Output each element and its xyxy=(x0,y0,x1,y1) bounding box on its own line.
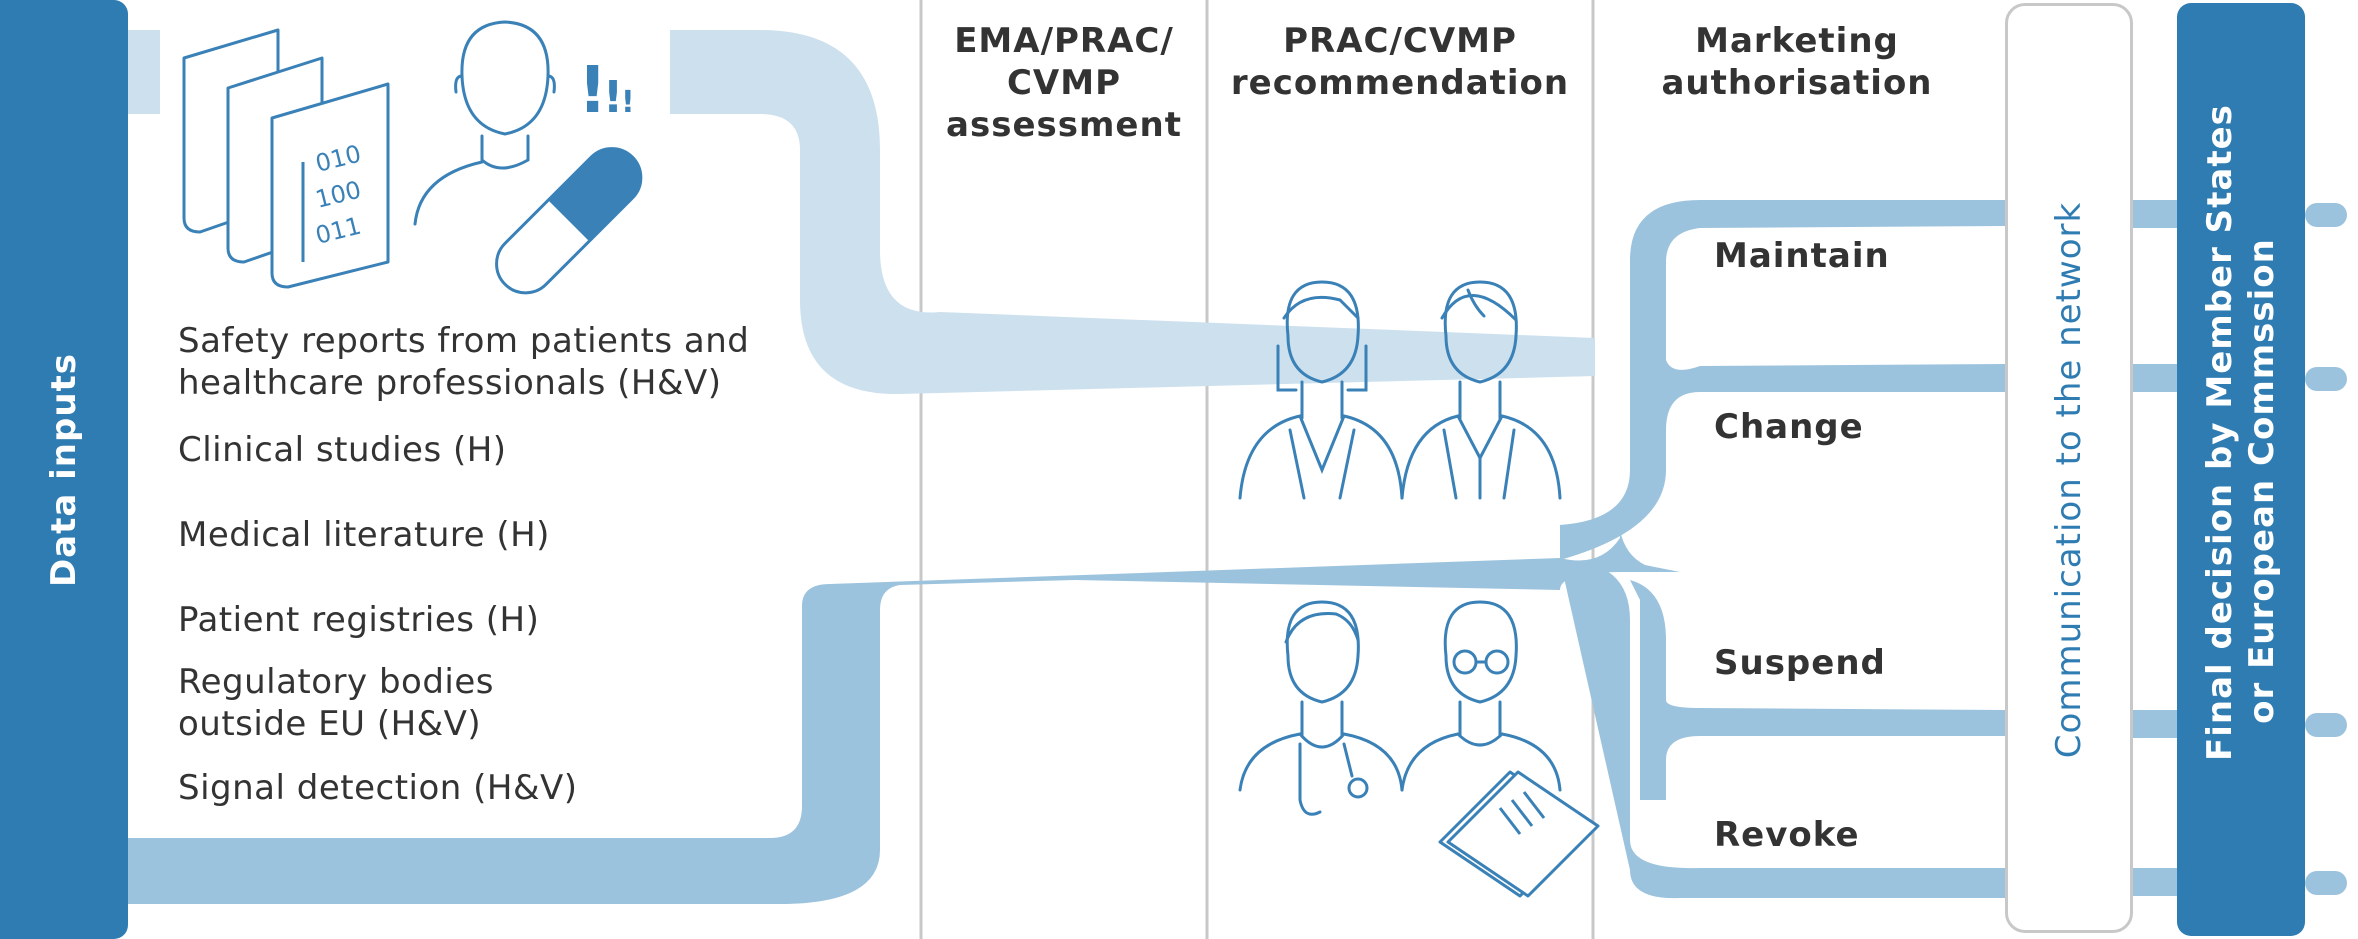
column-header-recommendation: PRAC/CVMP recommendation xyxy=(1207,20,1593,104)
exclamation-marks: ! ! ! xyxy=(578,54,635,128)
column-header-marketing-authorisation: Marketing authorisation xyxy=(1593,20,2001,104)
svg-text:!: ! xyxy=(578,54,607,128)
data-input-regulatory-bodies: Regulatory bodies outside EU (H&V) xyxy=(178,661,494,745)
final-decision-line: Final decision by Member States xyxy=(2200,104,2240,761)
column-header-line: Marketing xyxy=(1695,21,1899,61)
data-input-signal-detection: Signal detection (H&V) xyxy=(178,768,578,808)
assessors-icon xyxy=(1238,280,1562,500)
data-input-safety-reports: Safety reports from patients and healthc… xyxy=(178,320,749,404)
documents-icon xyxy=(182,28,390,289)
column-header-line: PRAC/CVMP xyxy=(1283,21,1517,61)
data-input-line: Regulatory bodies xyxy=(178,662,495,702)
data-input-line: outside EU (H&V) xyxy=(178,704,482,744)
outcome-maintain: Maintain xyxy=(1714,236,1890,276)
column-header-line: CVMP xyxy=(1006,63,1122,103)
outcome-change: Change xyxy=(1714,407,1864,447)
data-input-clinical-studies: Clinical studies (H) xyxy=(178,430,507,470)
column-header-line: EMA/PRAC/ xyxy=(954,21,1174,61)
communication-label: Communication to the network xyxy=(2049,201,2089,759)
svg-text:!: ! xyxy=(621,85,635,120)
data-input-line: healthcare professionals (H&V) xyxy=(178,363,722,403)
final-decision-line: or European Commssion xyxy=(2242,238,2282,724)
column-header-assessment: EMA/PRAC/ CVMP assessment xyxy=(921,20,1207,146)
column-header-line: recommendation xyxy=(1230,63,1570,103)
column-header-line: assessment xyxy=(946,105,1182,145)
binary-code-text: 010 100 011 xyxy=(313,140,364,250)
final-decision-bar xyxy=(2177,3,2305,936)
data-input-line: Safety reports from patients and xyxy=(178,321,750,361)
data-inputs-bar xyxy=(0,0,128,939)
light-stream xyxy=(128,30,1595,395)
pill-capsule-icon xyxy=(495,147,643,295)
experts-icon xyxy=(1238,600,1562,816)
data-inputs-label: Data inputs xyxy=(44,352,84,588)
data-input-medical-literature: Medical literature (H) xyxy=(178,515,550,555)
communication-box xyxy=(2005,3,2133,933)
final-decision-label: Final decision by Member States or Europ… xyxy=(2199,104,2283,761)
clipboard-document-icon xyxy=(1438,770,1600,898)
outcome-suspend: Suspend xyxy=(1714,643,1886,683)
outcome-revoke: Revoke xyxy=(1714,815,1860,855)
column-header-line: authorisation xyxy=(1661,63,1933,103)
patient-pill-icon xyxy=(413,20,556,226)
svg-text:!: ! xyxy=(603,72,623,123)
data-input-patient-registries: Patient registries (H) xyxy=(178,600,540,640)
